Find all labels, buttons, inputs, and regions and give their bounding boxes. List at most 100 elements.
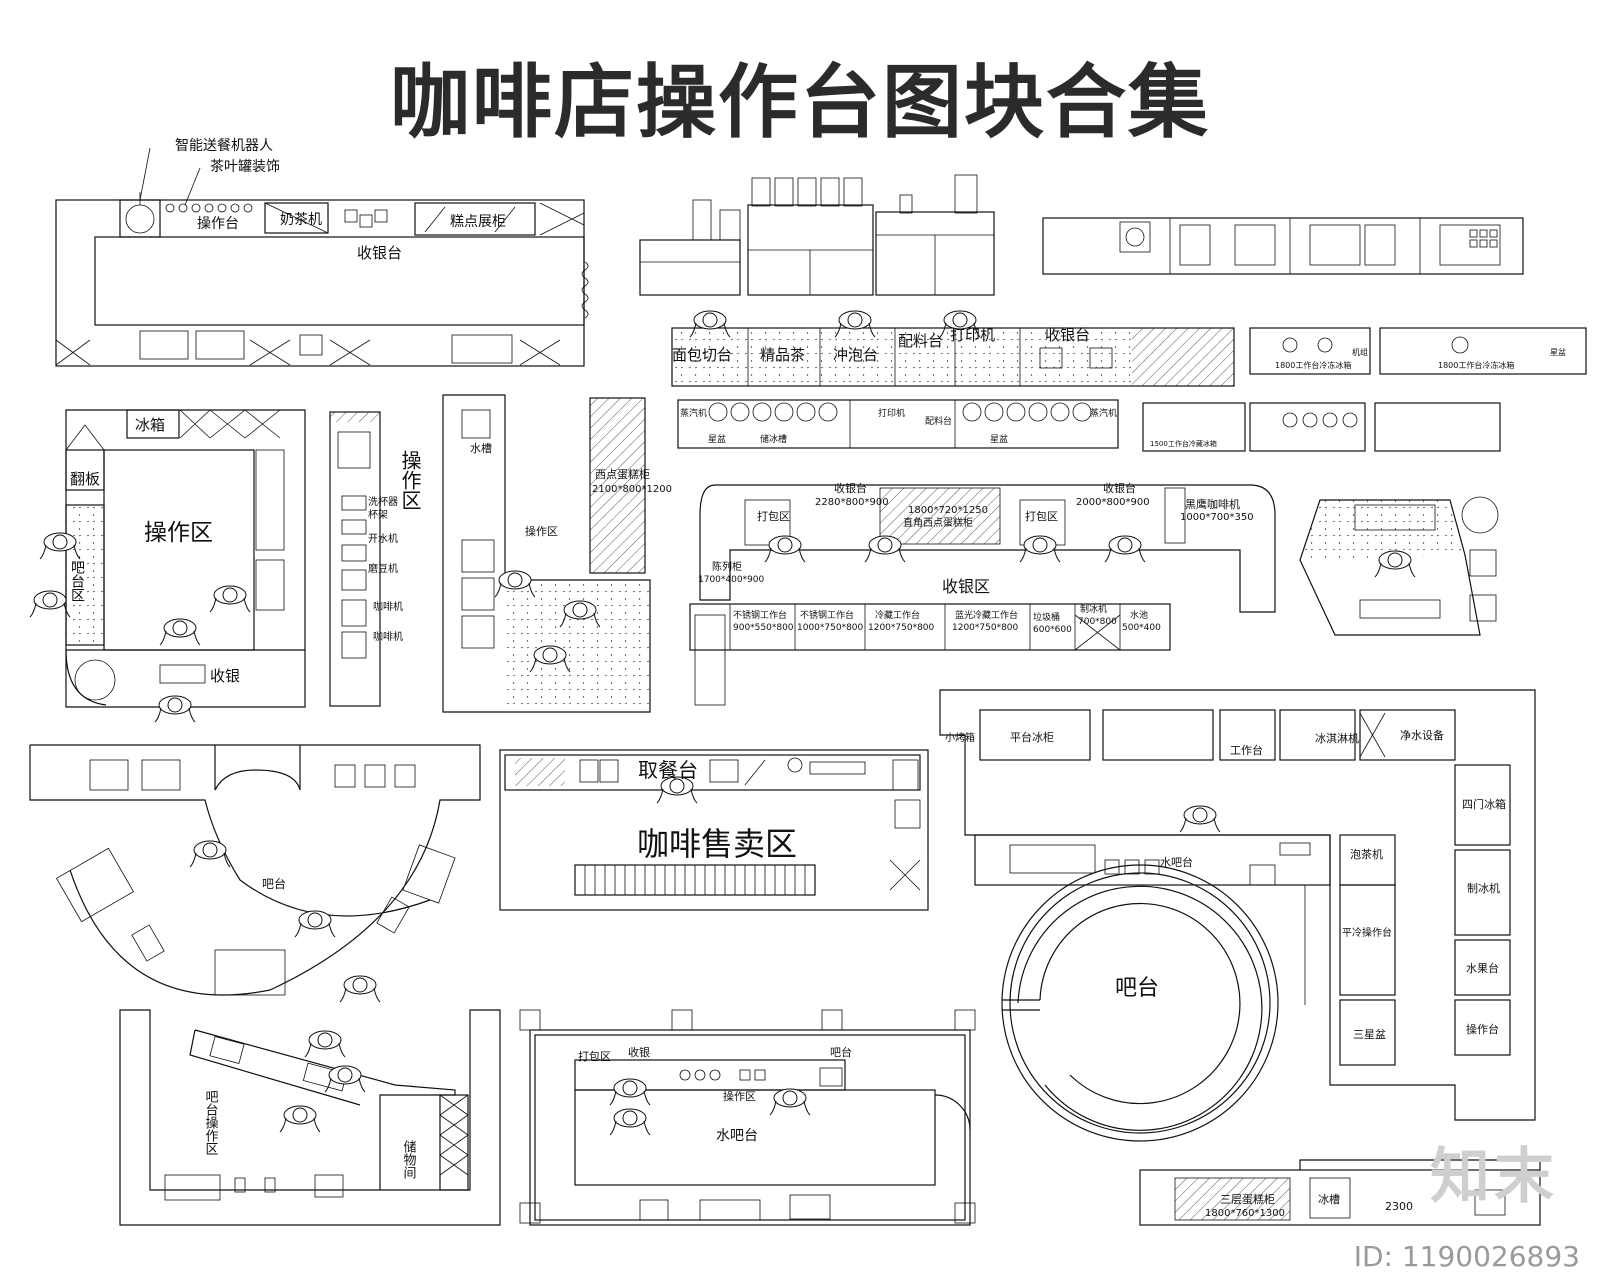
ice-machine-label: 制冰机 bbox=[1467, 881, 1500, 895]
block-marble-island bbox=[1299, 496, 1499, 636]
block-water-bar-room: 打包区 收银 吧台 操作区 水吧台 bbox=[519, 1009, 976, 1226]
steam-label-2: 蒸汽机 bbox=[1090, 407, 1117, 419]
pickup-label: 取餐台 bbox=[638, 758, 698, 782]
op-zone-label: 操作区 bbox=[144, 520, 213, 546]
block-tea-row: 蒸汽机 蒸汽机 星盆 储冰槽 打印机 配料台 星盆 bbox=[677, 399, 1119, 449]
block-marble-counter: 面包切台 精品茶 冲泡台 配料台 打印机 收银台 bbox=[671, 310, 1235, 387]
ingredient-label: 配料台 bbox=[898, 332, 943, 350]
flat-cold-label: 平冷操作台 bbox=[1342, 926, 1392, 939]
coffee-big-label: 黑鹰咖啡机 bbox=[1185, 497, 1240, 511]
fridge-1500-label: 1500工作台冷藏冰箱 bbox=[1150, 439, 1217, 448]
purifier-label: 净水设备 bbox=[1400, 728, 1444, 742]
three-cake-label: 三层蛋糕柜 bbox=[1220, 1192, 1275, 1206]
cash-label: 收银 bbox=[210, 667, 240, 685]
block-bar-room: 吧台操作区 储物间 bbox=[119, 1009, 501, 1226]
watermark-logo: 知末 bbox=[1430, 1142, 1558, 1212]
trash-label: 垃圾桶 bbox=[1033, 611, 1060, 623]
blue-table-dim: 1200*750*800 bbox=[952, 623, 1019, 633]
bar-zone-label: 吧台区 bbox=[69, 560, 85, 602]
blue-table-label: 蓝光冷藏工作台 bbox=[955, 609, 1018, 621]
image-id: ID: 1190026893 bbox=[1353, 1240, 1580, 1273]
bar2-label: 吧台 bbox=[830, 1045, 852, 1059]
cash-zone-label: 收银区 bbox=[942, 577, 990, 596]
three-cake-dim: 1800*760*1300 bbox=[1205, 1208, 1285, 1219]
bar-big-label: 吧台 bbox=[1115, 976, 1159, 1001]
block-dessert-counter: 水槽 操作区 西点蛋糕柜 2100*800*1200 bbox=[442, 394, 672, 713]
water-boiler-label: 开水机 bbox=[368, 532, 398, 545]
block-small-modules: 1500工作台冷藏冰箱 bbox=[1142, 402, 1501, 452]
block-long-counter bbox=[1042, 217, 1524, 275]
op-zone-small-label: 操作区 bbox=[525, 524, 558, 538]
ss-table-1-dim: 900*550*800 bbox=[733, 623, 794, 633]
fridge-1800b-label: 1800工作台冷冻冰箱 bbox=[1438, 360, 1514, 370]
brew-label: 冲泡台 bbox=[833, 346, 878, 364]
block-cake-counter: 三层蛋糕柜 1800*760*1300 冰槽 2300 bbox=[1139, 1159, 1541, 1226]
storage-label: 储物间 bbox=[401, 1140, 417, 1179]
cash-dim-label: 2300 bbox=[1385, 1200, 1413, 1213]
three-star-label: 三星盆 bbox=[1353, 1027, 1386, 1041]
cashier-label: 收银台 bbox=[357, 244, 402, 262]
dessert-dim-label: 2100*800*1200 bbox=[592, 484, 672, 495]
coffee-machine-label: 咖啡机 bbox=[373, 600, 403, 613]
coffee-sale-label: 咖啡售卖区 bbox=[637, 825, 797, 863]
flat-fridge-label: 平台冰柜 bbox=[1010, 730, 1054, 744]
work-table-label: 工作台 bbox=[1230, 743, 1263, 757]
corner-cake-label: 直角西点蛋糕柜 bbox=[903, 516, 973, 529]
block-left-kitchen: 冰箱 翻板 操作区 吧台区 收银 bbox=[29, 409, 306, 723]
cake-cabinet-label: 糕点展柜 bbox=[450, 214, 506, 230]
milk-tea-label: 奶茶机 bbox=[280, 212, 322, 228]
small-oven-label: 小烤箱 bbox=[945, 731, 975, 744]
sink-label: 水槽 bbox=[470, 442, 492, 455]
tea-can-row bbox=[165, 203, 253, 213]
glass-case-cells bbox=[584, 865, 806, 895]
cashier-2-dim: 2000*800*900 bbox=[1076, 497, 1150, 508]
block-coffee-sale: 取餐台 咖啡售卖区 bbox=[499, 749, 929, 911]
fine-tea-label: 精品茶 bbox=[760, 346, 805, 364]
op-table-label: 操作台 bbox=[197, 216, 239, 232]
bar-op-label: 吧台操作区 bbox=[203, 1090, 219, 1155]
star-basin-label-1: 星盆 bbox=[708, 433, 726, 445]
block-curved-bar: 吧台 bbox=[29, 744, 481, 1003]
block-fridges: 1800工作台冷冻冰箱 1800工作台冷冻冰箱 机组 星盆 bbox=[1249, 327, 1587, 375]
bar-label: 吧台 bbox=[262, 876, 286, 891]
robot-label: 智能送餐机器人 bbox=[175, 138, 273, 154]
op-table2-label: 操作台 bbox=[1466, 1022, 1499, 1036]
water-bar2-label: 水吧台 bbox=[716, 1128, 758, 1144]
coffee-big-dim: 1000*700*350 bbox=[1180, 512, 1254, 523]
ice-maker-label: 制冰机 bbox=[1080, 603, 1107, 615]
ss-table-2-label: 不锈钢工作台 bbox=[800, 609, 854, 621]
grinder-label: 磨豆机 bbox=[368, 562, 398, 575]
flip-label: 翻板 bbox=[70, 470, 100, 488]
cold-table-dim: 1200*750*800 bbox=[868, 623, 935, 633]
op-zone-vertical-label: 操作区 bbox=[398, 450, 422, 510]
tea-can-label: 茶叶罐装饰 bbox=[210, 159, 280, 175]
ice-sink-label: 冰槽 bbox=[1318, 1193, 1340, 1206]
bread-label: 面包切台 bbox=[672, 346, 732, 364]
block-cashier-zone: 收银台 2280*800*900 1800*720*1250 直角西点蛋糕柜 收… bbox=[689, 481, 1276, 706]
star-basin-label: 星盆 bbox=[1550, 347, 1566, 357]
ice-cream-label: 冰淇淋机 bbox=[1315, 731, 1359, 745]
water-bar-label: 水吧台 bbox=[1160, 855, 1193, 869]
pack-label: 打包区 bbox=[757, 509, 790, 523]
ice-storage-label: 储冰槽 bbox=[760, 433, 787, 445]
cashier-1-label: 收银台 bbox=[834, 481, 867, 495]
block-cashier-counter: 智能送餐机器人 茶叶罐装饰 操作台 奶茶机 糕点展柜 收银台 bbox=[55, 138, 589, 367]
ingredient-label-2: 配料台 bbox=[925, 415, 952, 427]
cup-washer-label: 洗杯器 bbox=[368, 495, 398, 508]
unit-label: 机组 bbox=[1352, 347, 1368, 357]
printer-label: 打印机 bbox=[950, 326, 995, 344]
steam-label: 蒸汽机 bbox=[680, 407, 707, 419]
ss-table-1-label: 不锈钢工作台 bbox=[733, 609, 787, 621]
cashier-2-label: 收银台 bbox=[1103, 481, 1136, 495]
water-pool-label: 水池 bbox=[1130, 609, 1148, 621]
page-title: 咖啡店操作台图块合集 bbox=[390, 56, 1210, 149]
ss-table-2-dim: 1000*750*800 bbox=[797, 623, 864, 633]
coffee-machine-label-2: 咖啡机 bbox=[373, 630, 403, 643]
block-elevation-machines bbox=[639, 174, 995, 296]
fridge-1800-label: 1800工作台冷冻冰箱 bbox=[1275, 360, 1351, 370]
dessert-cabinet-label: 西点蛋糕柜 bbox=[595, 467, 650, 481]
cup-rack-label: 杯架 bbox=[368, 508, 388, 521]
trash-dim: 600*600 bbox=[1033, 625, 1072, 635]
cashier-mini-label: 收银台 bbox=[1045, 326, 1090, 344]
